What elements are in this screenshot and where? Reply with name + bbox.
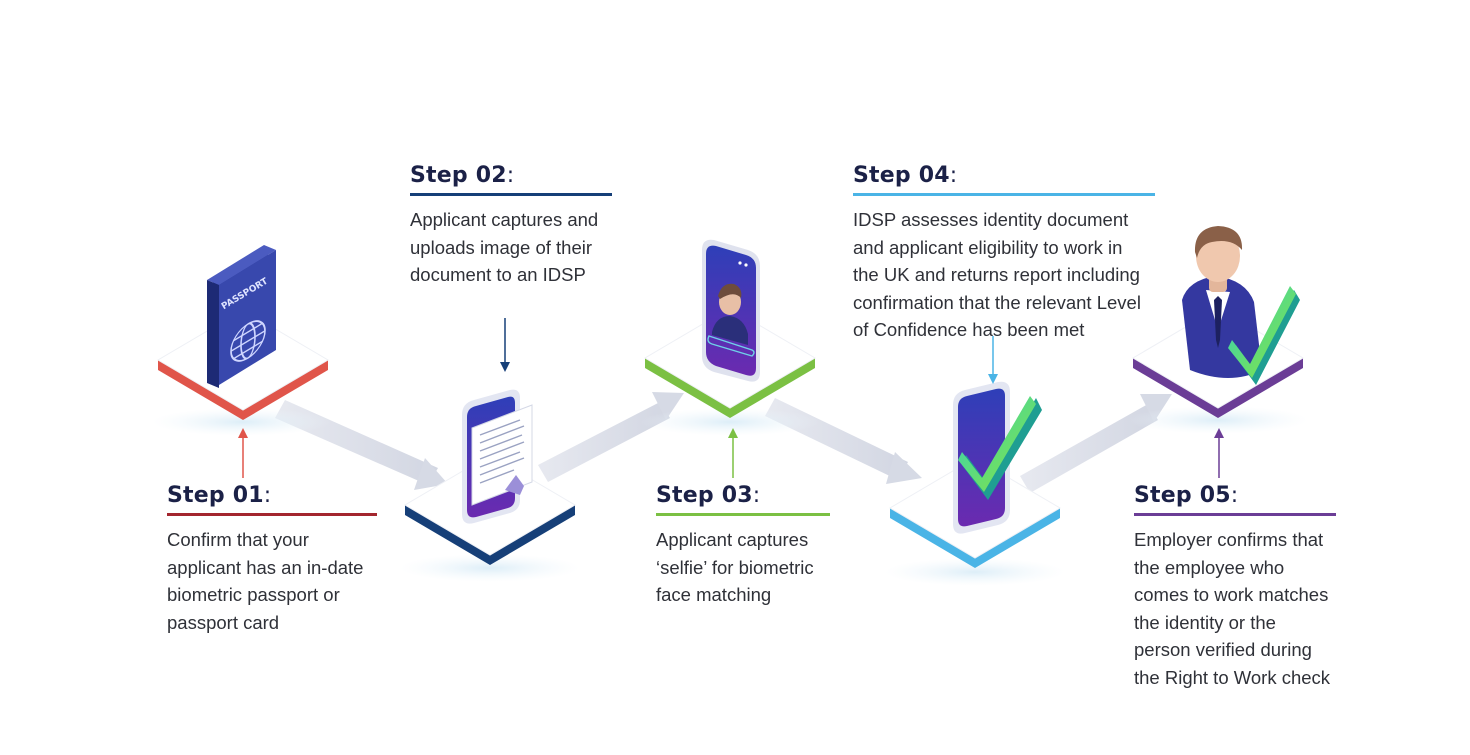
arrow-4-5: [1020, 404, 1158, 493]
step-02-rule: [410, 193, 612, 196]
step-04-title: Step 04:: [853, 163, 958, 188]
arrow-2-3: [538, 402, 670, 482]
step-05-title: Step 05:: [1134, 483, 1239, 508]
passport-icon: PASSPORT: [207, 245, 276, 388]
step-05-block: Step 05: Employer confirms that the empl…: [1134, 482, 1336, 691]
pointer-step-01: [238, 428, 248, 478]
step-03-description: Applicant captures ‘selfie’ for biometri…: [656, 529, 814, 605]
step-02-block: Step 02: Applicant captures and uploads …: [410, 162, 612, 289]
pointer-step-04: [988, 336, 998, 384]
step-04-rule: [853, 193, 1155, 196]
step-03-title: Step 03:: [656, 483, 761, 508]
pointer-step-05: [1214, 428, 1224, 478]
checkmark-phone-icon: [953, 381, 1042, 534]
step-04-description: IDSP assesses identity document and appl…: [853, 209, 1141, 340]
document-phone-icon: [462, 389, 533, 524]
pointer-lines: [238, 318, 1224, 478]
step-03-rule: [656, 513, 830, 516]
step-01-rule: [167, 513, 377, 516]
step-03-block: Step 03: Applicant captures ‘selfie’ for…: [656, 482, 830, 609]
step-05-description: Employer confirms that the employee who …: [1134, 529, 1331, 688]
step-05-rule: [1134, 513, 1336, 516]
step-02-description: Applicant captures and uploads image of …: [410, 209, 599, 285]
step-01-description: Confirm that your applicant has an in-da…: [167, 529, 364, 633]
step-01-block: Step 01: Confirm that your applicant has…: [167, 482, 377, 636]
selfie-phone-icon: [702, 239, 760, 382]
arrow-3-4: [765, 398, 908, 480]
step-04-block: Step 04: IDSP assesses identity document…: [853, 162, 1155, 344]
employer-check-icon: [1182, 226, 1300, 385]
step-02-title: Step 02:: [410, 163, 515, 188]
arrow-4-5-head: [1140, 394, 1172, 422]
pointer-step-03: [728, 428, 738, 478]
pointer-step-02: [500, 318, 510, 372]
arrow-3-4-head: [886, 452, 922, 484]
step-01-title: Step 01:: [167, 483, 272, 508]
arrow-2-3-head: [652, 392, 684, 420]
arrow-1-2-head: [414, 458, 448, 490]
